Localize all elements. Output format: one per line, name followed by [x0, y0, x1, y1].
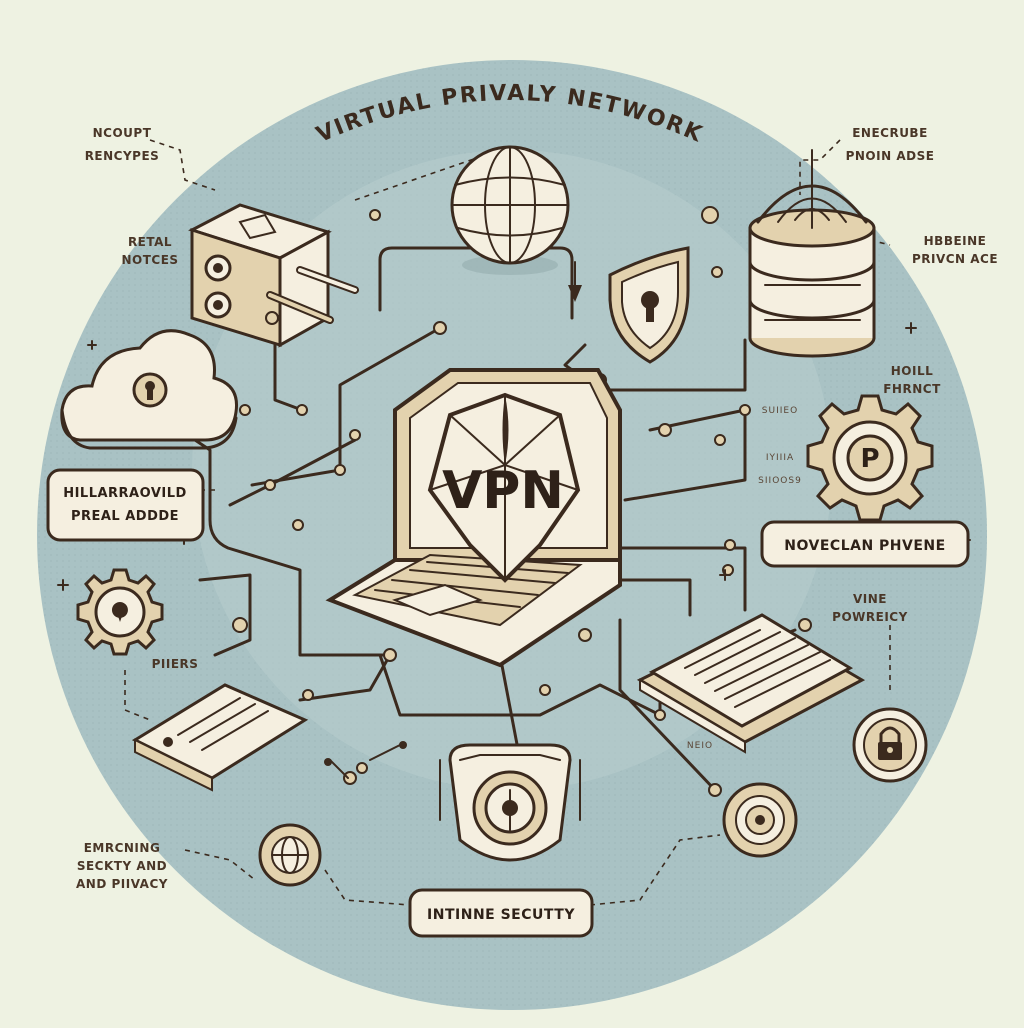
- svg-text:FHRNCT: FHRNCT: [883, 382, 941, 396]
- security-lock-device-icon: [439, 743, 581, 862]
- globe-badge-icon: [258, 823, 322, 887]
- svg-text:PREAL ADDDE: PREAL ADDDE: [71, 509, 179, 524]
- gear-lock-icon: [76, 568, 164, 656]
- document-icon: [636, 613, 866, 754]
- callout-right-mid: HOILL FHRNCT: [883, 364, 941, 396]
- server-stack-icon: [748, 149, 876, 358]
- svg-text:PNOIN ADSE: PNOIN ADSE: [846, 149, 935, 163]
- small-label-bottom: NEIO: [687, 741, 713, 751]
- cloud-lock-icon: [60, 329, 239, 450]
- callout-top-left: NCOUPT RENCYPES: [85, 126, 160, 163]
- svg-text:POWREICY: POWREICY: [832, 610, 908, 624]
- svg-text:NCOUPT: NCOUPT: [93, 126, 152, 140]
- svg-text:P: P: [860, 444, 879, 474]
- svg-text:SECKTY AND: SECKTY AND: [77, 859, 167, 873]
- shield-lock-icon: [608, 246, 690, 364]
- small-label-3: SIIOOS9: [758, 476, 802, 486]
- svg-text:RENCYPES: RENCYPES: [85, 149, 160, 163]
- left-label-box: HILLARRAOVILD PREAL ADDDE: [46, 468, 205, 542]
- svg-text:NOVECLAN PHVENE: NOVECLAN PHVENE: [784, 538, 945, 554]
- callout-right-upper: HBBEINE PRIVCN ACE: [912, 234, 998, 266]
- svg-text:ENECRUBE: ENECRUBE: [852, 126, 928, 140]
- svg-text:EMRCNING: EMRCNING: [84, 841, 161, 855]
- small-label-2: IYIIIA: [766, 453, 794, 463]
- key-nodes-icon: [324, 741, 407, 785]
- network-device-icon: [188, 203, 359, 348]
- svg-text:NOTCES: NOTCES: [121, 253, 178, 267]
- svg-text:VINE: VINE: [853, 592, 887, 606]
- globe-icon: [450, 145, 582, 302]
- svg-text:AND PIIVACY: AND PIIVACY: [76, 877, 168, 891]
- bottom-label-box: INTINNE SECUTTY: [408, 888, 594, 938]
- svg-text:RETAL: RETAL: [128, 235, 172, 249]
- callout-bottom-left: EMRCNING SECKTY AND AND PIIVACY: [76, 841, 168, 891]
- vpn-shield-icon: VPN: [427, 392, 581, 583]
- svg-text:HILLARRAOVILD: HILLARRAOVILD: [63, 486, 187, 501]
- callout-left-upper: RETAL NOTCES: [121, 235, 178, 267]
- gear-privacy-icon: P: [806, 394, 934, 522]
- vpn-label: VPN: [442, 461, 564, 521]
- callout-left-lower: PIIERS: [152, 657, 199, 671]
- card-icon: [131, 683, 309, 792]
- padlock-badge-icon: [852, 707, 928, 783]
- svg-text:PRIVCN ACE: PRIVCN ACE: [912, 252, 998, 266]
- svg-text:HOILL: HOILL: [891, 364, 934, 378]
- small-label-1: SUIIEO: [762, 406, 798, 416]
- svg-text:INTINNE SECUTTY: INTINNE SECUTTY: [427, 907, 575, 923]
- svg-text:HBBEINE: HBBEINE: [924, 234, 987, 248]
- target-badge-icon: [722, 782, 798, 858]
- callout-right-lower: VINE POWREICY: [832, 592, 908, 624]
- callout-top-right: ENECRUBE PNOIN ADSE: [846, 126, 935, 163]
- right-label-box: NOVECLAN PHVENE: [760, 520, 970, 568]
